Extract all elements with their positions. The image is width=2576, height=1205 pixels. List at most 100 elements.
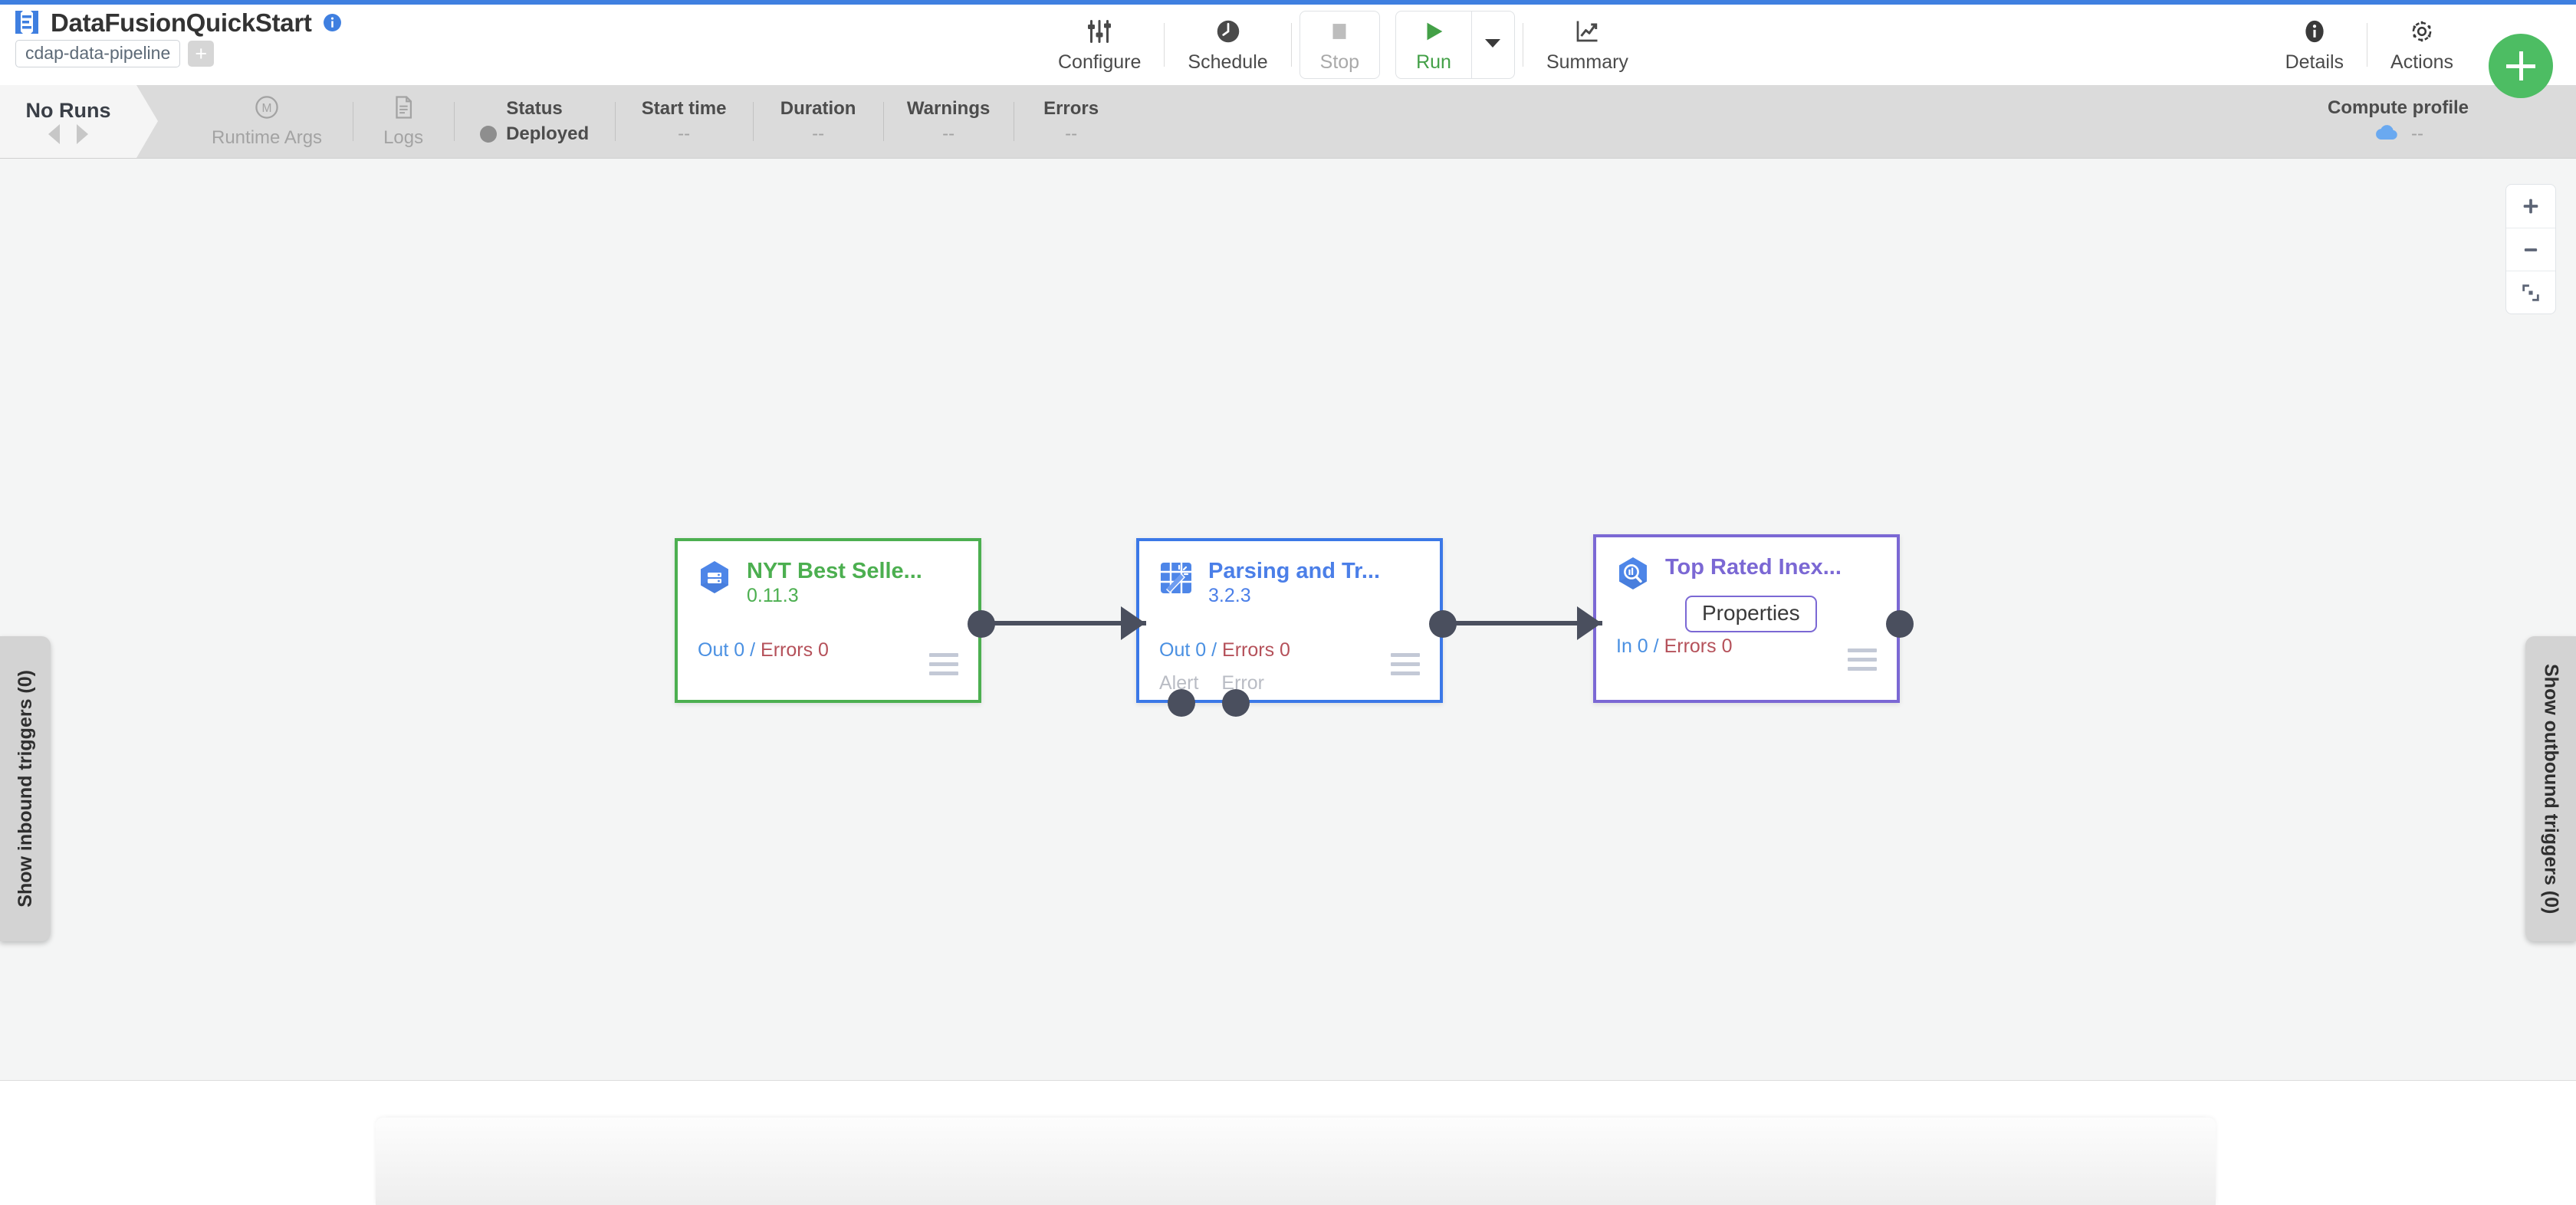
cloud-icon [2373, 123, 2402, 146]
outbound-triggers-label: Show outbound triggers (0) [2540, 663, 2562, 914]
pipeline-node-transform[interactable]: Parsing and Tr... 3.2.3 Out 0 / Errors 0… [1136, 538, 1457, 717]
plus-icon [2523, 199, 2538, 214]
details-button[interactable]: Details [2262, 5, 2367, 85]
pipeline-node-sink[interactable]: Top Rated Inex... Properties In 0 / Erro… [1593, 534, 1914, 703]
artifact-type-pill[interactable]: cdap-data-pipeline [15, 40, 181, 67]
warnings-metric: Warnings -- [883, 85, 1014, 158]
pipeline-node-source[interactable]: NYT Best Selle... 0.11.3 Out 0 / Errors … [675, 538, 995, 703]
stop-square-icon [1326, 16, 1352, 47]
toolbar-divider [1164, 23, 1165, 67]
duration-metric: Duration -- [753, 85, 883, 158]
outbound-triggers-tab[interactable]: Show outbound triggers (0) [2525, 636, 2576, 941]
info-icon[interactable] [323, 13, 342, 32]
node-source-metric-separator: / [750, 639, 756, 661]
svg-text:M: M [262, 102, 272, 115]
pipeline-title-row: DataFusionQuickStart [14, 9, 342, 35]
toolbar-actions-right: Details Actions [2262, 5, 2476, 85]
node-sink-menu-button[interactable] [1848, 648, 1877, 671]
status-metric-value: Deployed [506, 123, 590, 144]
node-source-version: 0.11.3 [747, 585, 799, 607]
minus-icon [2524, 248, 2538, 251]
node-sink-properties-tooltip[interactable]: Properties [1685, 596, 1817, 633]
top-accent-bar [0, 0, 2576, 5]
clock-icon [1214, 16, 1242, 47]
compute-profile-value: -- [2411, 123, 2423, 144]
summary-button[interactable]: Summary [1523, 5, 1651, 85]
warnings-head: Warnings [906, 98, 991, 119]
node-sink-in-count: In 0 [1616, 635, 1648, 657]
zoom-in-button[interactable] [2506, 185, 2555, 228]
connector-source-to-transform[interactable] [984, 621, 1146, 625]
node-transform-name: Parsing and Tr... [1208, 559, 1381, 583]
bigquery-source-icon [695, 558, 734, 598]
node-sink-metric-separator: / [1653, 635, 1659, 657]
status-metric-value-wrap: Deployed [480, 123, 589, 145]
node-transform-menu-button[interactable] [1391, 653, 1420, 675]
node-transform-error-port[interactable] [1222, 689, 1250, 717]
macro-m-icon: M [254, 94, 280, 124]
status-metric: Status Deployed [454, 85, 615, 158]
stop-button-box[interactable]: Stop [1299, 11, 1381, 79]
stop-button[interactable]: Stop [1300, 11, 1379, 78]
node-transform-version: 3.2.3 [1208, 585, 1251, 607]
node-source-output-port[interactable] [968, 610, 995, 638]
add-stage-fab-button[interactable] [2489, 34, 2553, 98]
run-button[interactable]: Run [1396, 11, 1471, 78]
document-icon [390, 94, 416, 124]
pipeline-canvas[interactable]: Show inbound triggers (0) Show outbound … [0, 158, 2576, 1081]
logs-label: Logs [383, 127, 424, 148]
actions-button[interactable]: Actions [2367, 5, 2476, 85]
configure-label: Configure [1058, 51, 1142, 73]
node-source-metrics: Out 0 / Errors 0 [698, 639, 829, 662]
bottom-sheet-panel[interactable] [376, 1118, 2216, 1205]
run-dropdown-button[interactable] [1470, 11, 1514, 78]
node-transform-alert-port[interactable] [1168, 689, 1195, 717]
connector-transform-to-sink[interactable] [1440, 621, 1602, 625]
compute-profile-metric[interactable]: Compute profile -- [2328, 85, 2469, 158]
start-time-head: Start time [641, 98, 727, 119]
status-badge [480, 126, 498, 143]
start-time-metric: Start time -- [615, 85, 753, 158]
run-button-box[interactable]: Run [1395, 11, 1515, 79]
pipeline-meta-row: cdap-data-pipeline + [15, 40, 342, 67]
node-transform-error-count: Errors 0 [1222, 639, 1290, 661]
node-sink-name: Top Rated Inex... [1665, 555, 1842, 580]
errors-value: -- [1065, 123, 1078, 144]
node-source-error-count: Errors 0 [761, 639, 829, 661]
node-source-menu-button[interactable] [929, 653, 958, 675]
node-transform-output-port[interactable] [1429, 610, 1457, 638]
summary-label: Summary [1546, 51, 1628, 73]
canvas-zoom-controls [2505, 184, 2556, 314]
configure-button[interactable]: Configure [1035, 5, 1164, 85]
errors-head: Errors [1043, 98, 1099, 119]
node-sink-output-port[interactable] [1886, 610, 1914, 638]
schedule-button[interactable]: Schedule [1165, 5, 1290, 85]
fit-screen-icon [2522, 284, 2539, 301]
errors-metric: Errors -- [1014, 85, 1129, 158]
status-metric-head: Status [506, 98, 563, 119]
sliders-icon [1086, 16, 1113, 47]
bigquery-sink-icon [1613, 554, 1653, 594]
runtime-args-button[interactable]: M Runtime Args [181, 85, 353, 158]
fit-screen-button[interactable] [2506, 271, 2555, 314]
schedule-label: Schedule [1188, 51, 1268, 73]
actions-label: Actions [2390, 51, 2453, 73]
top-toolbar: DataFusionQuickStart cdap-data-pipeline … [0, 5, 2576, 98]
node-source-titles: NYT Best Selle... 0.11.3 [747, 558, 922, 606]
add-tag-button[interactable]: + [188, 41, 215, 67]
runs-count-label: No Runs [25, 99, 111, 122]
logs-button[interactable]: Logs [353, 85, 454, 158]
info-circle-icon [2302, 16, 2328, 47]
inbound-triggers-tab[interactable]: Show inbound triggers (0) [0, 636, 51, 941]
caret-left-icon[interactable] [48, 124, 60, 144]
node-transform-metrics: Out 0 / Errors 0 [1159, 639, 1290, 662]
gear-icon [2408, 16, 2436, 47]
node-source-header: NYT Best Selle... 0.11.3 [678, 541, 978, 606]
compute-profile-head: Compute profile [2328, 97, 2469, 118]
pipeline-title-block: DataFusionQuickStart cdap-data-pipeline … [14, 9, 342, 67]
caret-right-icon[interactable] [77, 124, 88, 144]
toolbar-actions-center: Configure Schedule [1035, 5, 1651, 85]
duration-value: -- [812, 123, 825, 144]
zoom-out-button[interactable] [2506, 228, 2555, 271]
